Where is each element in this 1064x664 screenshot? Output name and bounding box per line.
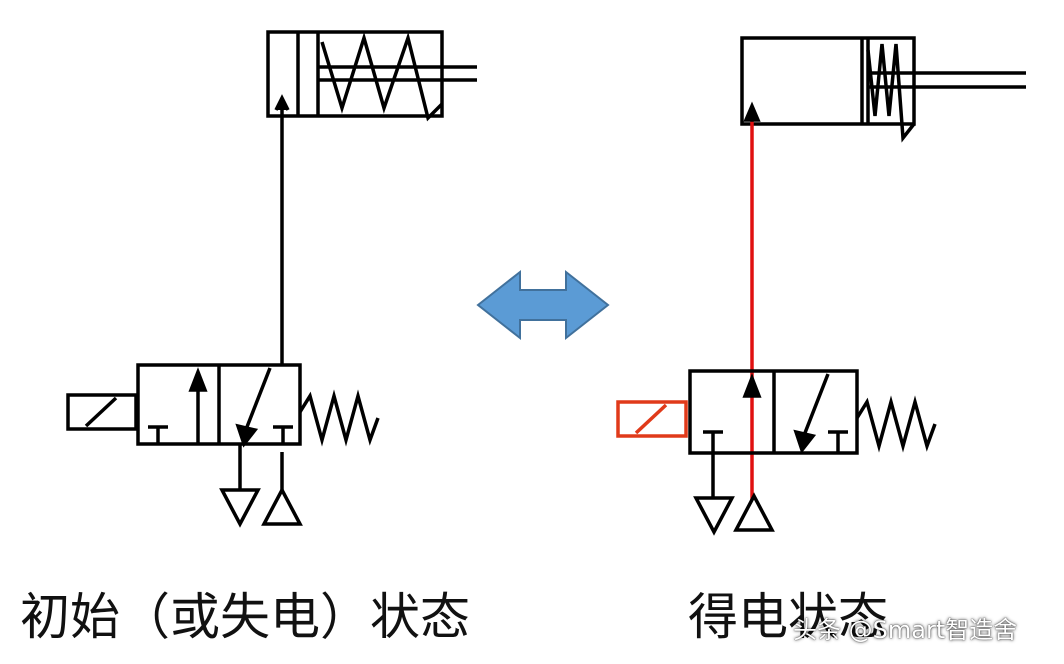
left-cylinder-body xyxy=(266,30,444,118)
right-exhaust-icon xyxy=(693,496,735,536)
right-flow-arrow-diag-head xyxy=(793,429,817,454)
right-solenoid-coil xyxy=(616,400,688,438)
left-circuit xyxy=(66,30,477,528)
double-arrow-icon xyxy=(476,269,610,341)
right-cylinder-body xyxy=(740,36,916,126)
left-valve-spring xyxy=(298,389,380,447)
left-state-caption: 初始（或失电）状态 xyxy=(20,588,470,646)
right-flow-arrow-up-head xyxy=(742,373,762,398)
right-valve xyxy=(688,369,859,455)
right-cylinder xyxy=(740,36,1026,143)
left-supply-icon xyxy=(261,486,303,526)
left-flow-arrow-diag xyxy=(243,367,272,433)
left-exhaust-icon xyxy=(219,488,261,528)
right-state-caption: 得电状态 xyxy=(688,588,888,646)
left-solenoid-coil xyxy=(66,393,138,431)
right-solenoid-box xyxy=(616,400,688,438)
right-solenoid-diagonal xyxy=(634,403,668,435)
right-circuit xyxy=(616,36,1026,536)
left-valve xyxy=(136,363,302,448)
right-cylinder-spring xyxy=(866,43,916,143)
left-port-arrow xyxy=(274,94,290,111)
left-cylinder xyxy=(266,30,477,122)
left-solenoid-diagonal xyxy=(84,396,118,428)
right-flow-arrow-diag xyxy=(801,373,830,439)
right-port-arrow xyxy=(743,101,761,122)
right-valve-spring xyxy=(855,395,937,453)
right-supply-icon xyxy=(733,492,775,532)
watermark: 头条 @Smart智造舍 xyxy=(793,616,1018,644)
left-flow-arrow-up-head xyxy=(188,367,208,392)
left-flow-arrow-diag-head xyxy=(235,423,259,448)
left-cylinder-spring xyxy=(320,31,444,122)
